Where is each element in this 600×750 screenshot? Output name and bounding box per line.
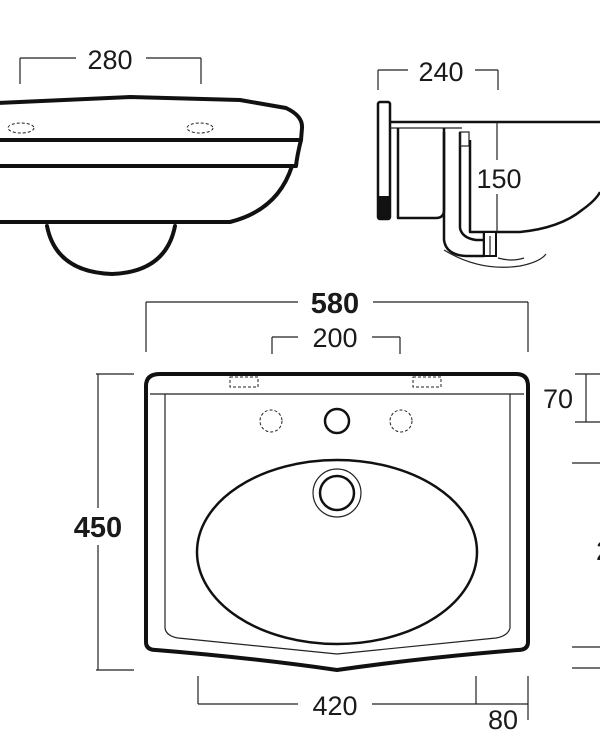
side-trap-arc — [443, 249, 547, 268]
plan-slot-right — [412, 376, 442, 388]
dim-200: 200 — [271, 323, 401, 354]
plan-bowl — [195, 458, 479, 646]
dim-80: 80 — [476, 676, 529, 735]
plan-deck-outline — [164, 394, 511, 655]
plan-basin-outline — [144, 372, 530, 672]
side-trap-arc-2 — [497, 257, 525, 261]
dim-450: 450 — [74, 373, 134, 671]
plan-tap-hole-left — [259, 409, 283, 433]
front-rim — [0, 95, 305, 142]
plan-tap-hole-right — [389, 409, 413, 433]
front-slot-left — [7, 122, 35, 134]
dim-420: 420 — [197, 676, 477, 721]
side-waste-pipe — [442, 132, 486, 258]
dim-280-label: 280 — [87, 45, 132, 75]
dim-280: 280 — [19, 45, 202, 84]
side-elevation-view: 240 150 — [376, 57, 600, 268]
side-pipe-cap — [459, 131, 470, 147]
dim-240: 240 — [377, 57, 499, 90]
plan-overflow-inner — [318, 474, 356, 512]
front-bowl — [0, 164, 294, 224]
side-wall-plate-foot — [379, 196, 389, 218]
plan-slot-left — [229, 376, 259, 388]
side-body — [396, 128, 446, 220]
dim-70: 70 — [543, 373, 600, 423]
plan-view: 580 200 450 70 2 — [74, 288, 600, 735]
dim-150-label: 150 — [476, 164, 521, 194]
dim-580-label: 580 — [311, 288, 359, 320]
side-wall-plate — [376, 100, 392, 221]
front-slot-right — [186, 122, 214, 134]
front-elevation-view: 280 — [0, 45, 305, 276]
dim-right-partial-label: 2 — [596, 536, 600, 566]
dim-right-partial: 2 — [572, 462, 600, 669]
dim-240-label: 240 — [418, 57, 463, 87]
plan-tap-hole-centre — [323, 407, 351, 435]
front-pedestal — [45, 224, 177, 276]
dim-200-label: 200 — [312, 323, 357, 353]
side-waste-pipe-inner — [458, 132, 484, 242]
dim-420-label: 420 — [312, 691, 357, 721]
front-band — [0, 138, 303, 168]
plan-overflow-outer — [312, 468, 362, 518]
dim-450-label: 450 — [74, 512, 122, 544]
dim-70-label: 70 — [543, 384, 573, 414]
side-bowl — [468, 140, 600, 234]
dim-580: 580 — [145, 288, 529, 352]
dim-80-label: 80 — [488, 705, 518, 735]
